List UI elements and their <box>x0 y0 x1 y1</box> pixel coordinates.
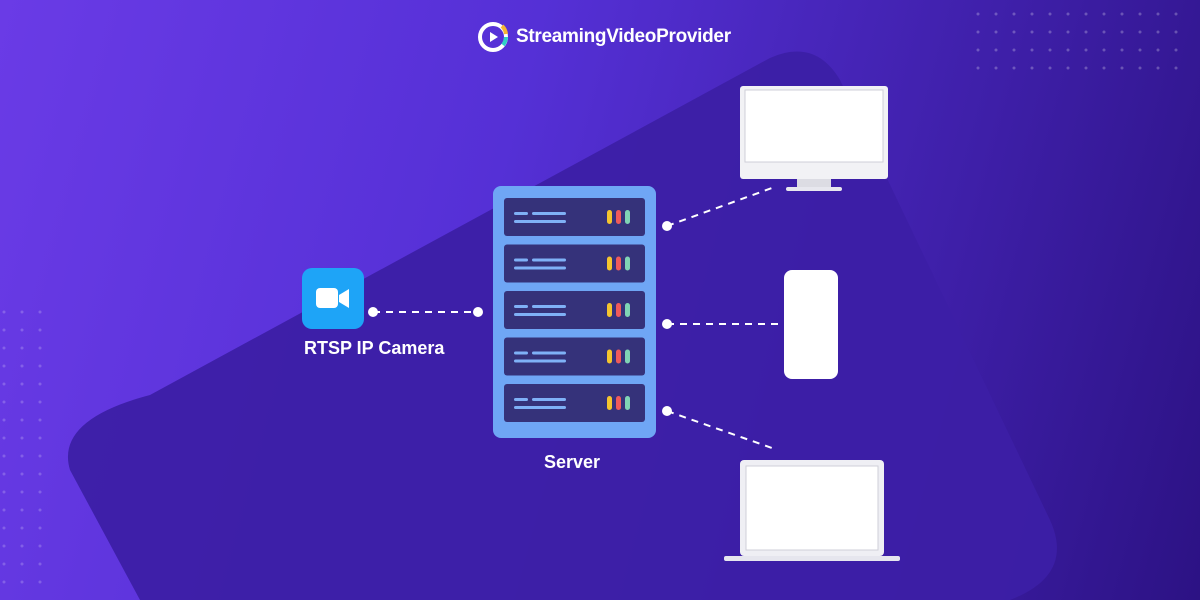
status-led <box>607 396 612 410</box>
brand-name: StreamingVideoProvider <box>516 26 731 47</box>
server-slot <box>504 384 645 422</box>
status-led <box>625 303 630 317</box>
status-led <box>607 349 612 364</box>
status-led <box>625 256 630 271</box>
status-led <box>607 256 612 271</box>
camera-icon <box>302 268 364 329</box>
server-slot <box>504 291 645 329</box>
server-slot <box>504 337 645 376</box>
server-label: Server <box>544 452 601 472</box>
desktop-monitor-icon <box>740 86 888 191</box>
status-led <box>616 303 621 317</box>
server-slot <box>504 198 645 236</box>
connector-dot <box>368 307 378 317</box>
connector-dot <box>662 319 672 329</box>
server-slot <box>504 244 645 283</box>
connector-dot <box>473 307 483 317</box>
status-led <box>616 349 621 364</box>
status-led <box>607 303 612 317</box>
status-led <box>625 210 630 224</box>
dot-grid-top-right <box>976 12 1178 70</box>
connector-dot <box>662 406 672 416</box>
connector-server-desktop <box>666 187 773 227</box>
status-led <box>616 256 621 271</box>
laptop-icon <box>724 460 900 561</box>
connector-server-laptop <box>666 410 773 449</box>
smartphone-icon <box>784 270 838 379</box>
status-led <box>607 210 612 224</box>
camera-label: RTSP IP Camera <box>304 338 445 358</box>
play-logo-icon <box>478 22 508 52</box>
status-led <box>625 349 630 364</box>
status-led <box>616 210 621 224</box>
status-led <box>625 396 630 410</box>
connector-dot <box>662 221 672 231</box>
dot-grid-left <box>2 310 42 584</box>
brand-logo: StreamingVideoProvider <box>478 22 731 52</box>
server-rack <box>493 186 656 438</box>
status-led <box>616 396 621 410</box>
